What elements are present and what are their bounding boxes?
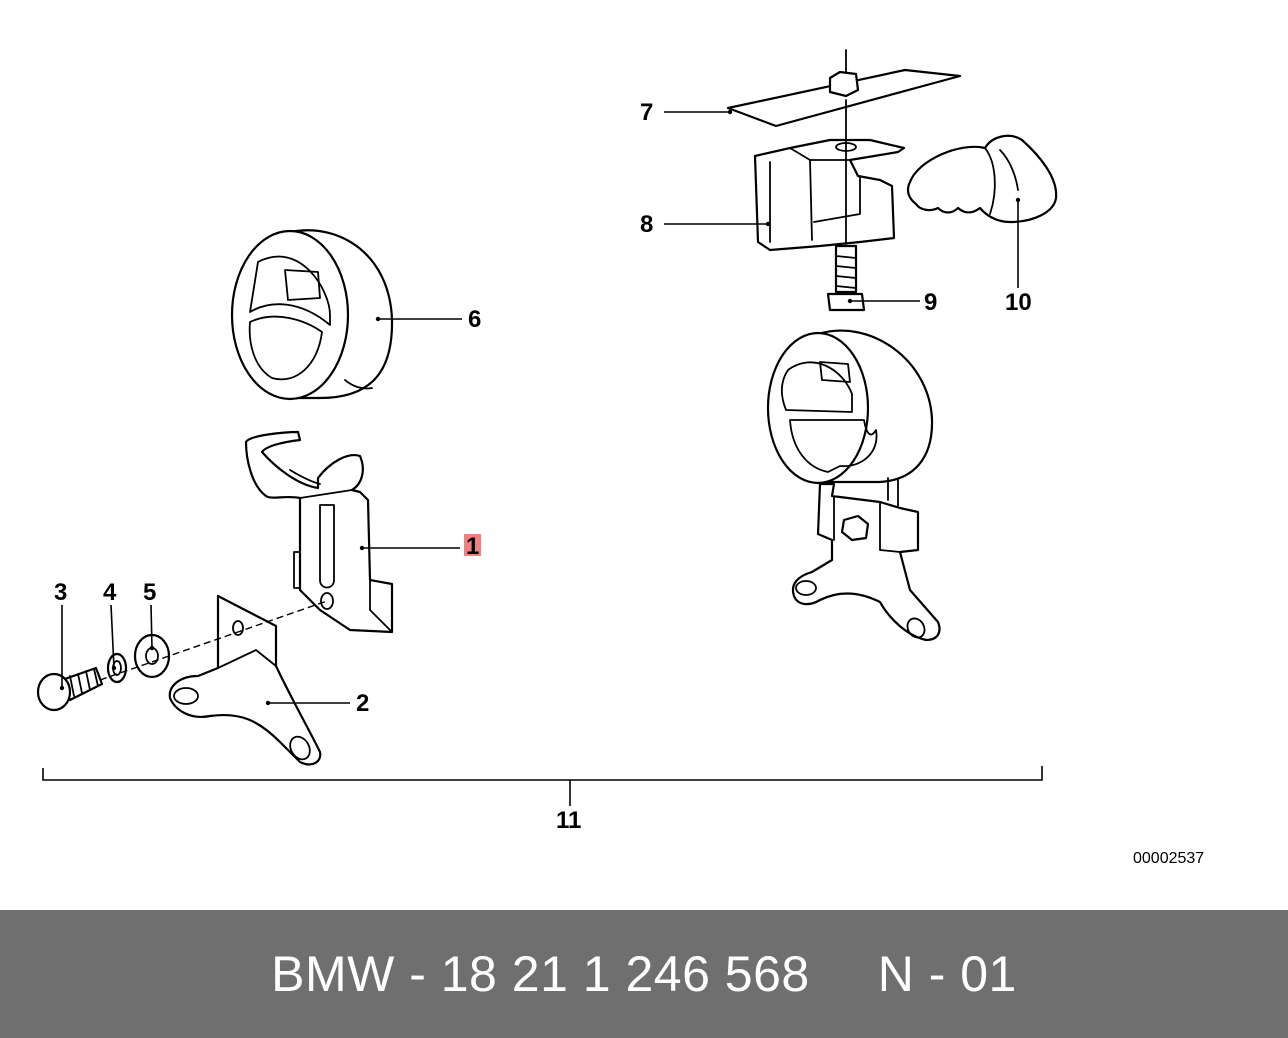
bolt-part-9 — [826, 99, 866, 312]
rubber-mount-part-6 — [230, 229, 394, 401]
callout-7[interactable]: 7 — [640, 99, 653, 126]
leader-lines — [59, 109, 1021, 706]
callout-9[interactable]: 9 — [924, 289, 937, 316]
callout-1[interactable]: 1 — [466, 533, 479, 560]
callout-11[interactable]: 11 — [556, 807, 581, 834]
bracket-part-1 — [244, 430, 394, 634]
bracket-plate-part-2 — [168, 594, 322, 766]
callout-1-highlight — [464, 534, 481, 556]
callout-8[interactable]: 8 — [640, 211, 653, 238]
callout-5[interactable]: 5 — [143, 579, 156, 606]
rubber-block-part-10 — [906, 134, 1058, 224]
callout-6[interactable]: 6 — [468, 306, 481, 333]
callout-4[interactable]: 4 — [103, 579, 117, 606]
diagram-position: N - 01 — [877, 946, 1017, 1002]
bracket-part-8 — [753, 138, 906, 252]
spring-washer-part-4 — [106, 652, 128, 684]
callout-2[interactable]: 2 — [356, 690, 369, 717]
assembled-mount-unit — [766, 329, 941, 642]
parts-diagram: 1 2 3 4 5 6 7 8 9 10 11 00002537 — [36, 49, 1205, 867]
callout-3[interactable]: 3 — [54, 579, 67, 606]
assembly-bracket-11 — [42, 766, 1043, 806]
document-number: 00002537 — [1133, 850, 1204, 867]
bolt-part-3 — [36, 666, 104, 712]
part-number: BMW - 18 21 1 246 568 — [271, 946, 810, 1002]
strap-plate-part-7 — [726, 49, 962, 128]
assembly-axis-line — [99, 600, 328, 681]
callout-10[interactable]: 10 — [1005, 289, 1032, 316]
part-number-footer: BMW - 18 21 1 246 568 N - 01 — [0, 910, 1288, 1038]
exploded-view-drawing: 1 2 3 4 5 6 7 8 9 10 11 00002537 — [36, 49, 1204, 867]
